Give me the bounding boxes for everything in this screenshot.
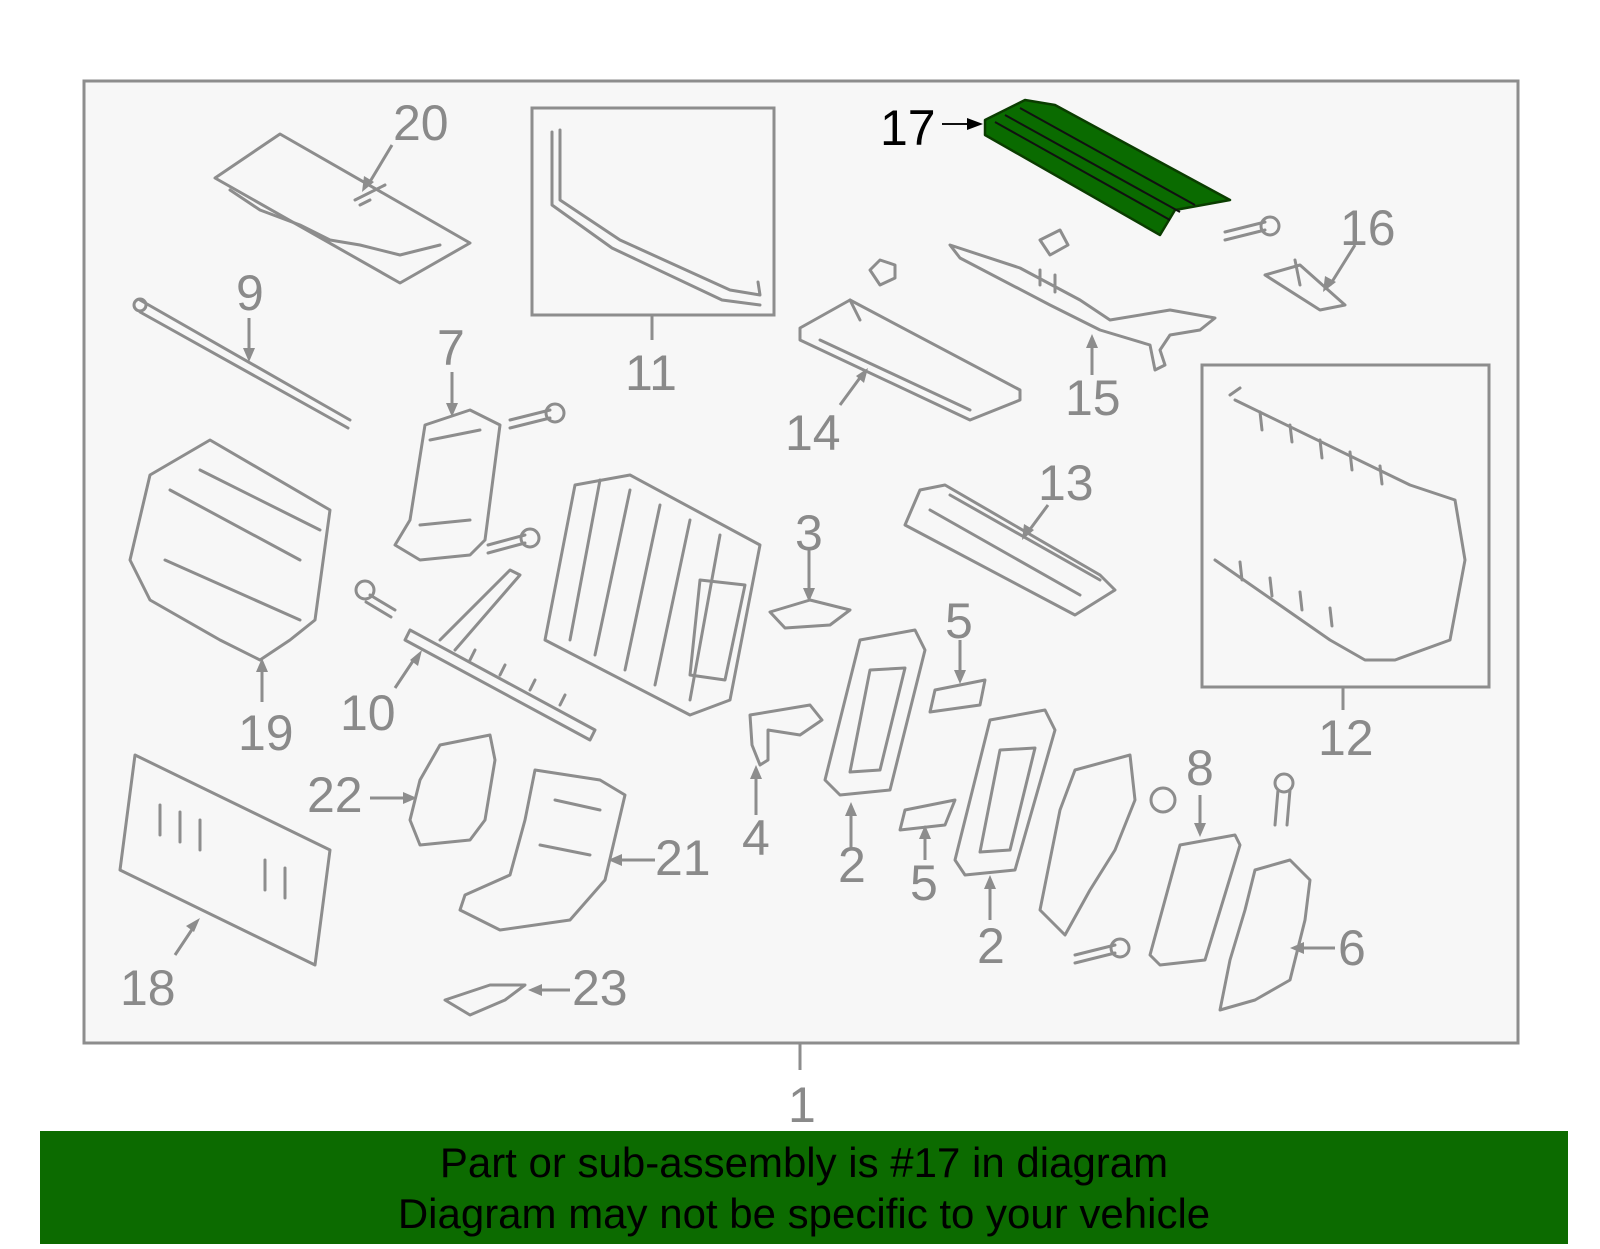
- callout-7: 7: [437, 320, 465, 376]
- part-22-bracket[interactable]: [408, 733, 497, 847]
- part-18-side-plate[interactable]: [118, 753, 332, 967]
- part-17-highlighted-cover[interactable]: [983, 98, 1232, 237]
- callout-15: 15: [1065, 370, 1121, 426]
- callout-18: 18: [120, 960, 176, 1016]
- callout-6: 6: [1338, 920, 1366, 976]
- part-2b-cell[interactable]: [953, 708, 1057, 877]
- part-9-rod[interactable]: [132, 297, 352, 430]
- nut-8[interactable]: [1149, 786, 1177, 814]
- callout-3: 3: [795, 505, 823, 561]
- banner-line-2: Diagram may not be specific to your vehi…: [397, 1190, 1211, 1237]
- callout-5b: 5: [910, 855, 938, 911]
- part-11-harness[interactable]: [550, 128, 762, 307]
- callout-21: 21: [655, 830, 711, 886]
- callout-8: 8: [1186, 740, 1214, 796]
- callout-17-highlighted: 17: [880, 100, 936, 156]
- callout-19: 19: [238, 705, 294, 761]
- part-12-harness[interactable]: [1213, 386, 1467, 662]
- part-2a-cell[interactable]: [823, 628, 927, 797]
- part-5a-clip[interactable]: [928, 678, 987, 714]
- callout-13: 13: [1038, 455, 1094, 511]
- side-bracket[interactable]: [1038, 753, 1137, 937]
- callout-5a: 5: [945, 593, 973, 649]
- callout-2b: 2: [977, 918, 1005, 974]
- bolt-7b[interactable]: [486, 527, 541, 555]
- callout-22: 22: [307, 767, 363, 823]
- part-15-bracket[interactable]: [948, 228, 1217, 372]
- part-16-clip[interactable]: [1263, 258, 1347, 312]
- part-21-support[interactable]: [458, 768, 627, 932]
- callout-11: 11: [625, 345, 677, 401]
- callout-1: 1: [788, 1077, 816, 1130]
- battery-module[interactable]: [543, 473, 762, 717]
- bolt-6[interactable]: [1273, 772, 1295, 827]
- bolt-bottom[interactable]: [1073, 937, 1131, 965]
- callout-23: 23: [572, 960, 628, 1016]
- part-8-module[interactable]: [1148, 833, 1242, 967]
- callout-14: 14: [785, 405, 841, 461]
- part-3-clip[interactable]: [768, 598, 852, 630]
- callout-9: 9: [236, 265, 264, 321]
- callout-12: 12: [1318, 710, 1374, 766]
- part-4-bracket[interactable]: [748, 703, 824, 767]
- bolt-7a[interactable]: [508, 402, 566, 430]
- callout-4: 4: [742, 810, 770, 866]
- callout-10: 10: [340, 685, 396, 741]
- callout-20: 20: [393, 95, 449, 151]
- part-12-box: [1200, 363, 1491, 689]
- part-6-plate[interactable]: [1218, 858, 1312, 1012]
- part-14-duct[interactable]: [798, 258, 1022, 422]
- callout-2a: 2: [838, 837, 866, 893]
- part-5b-clip[interactable]: [898, 798, 957, 832]
- part-7-bracket[interactable]: [393, 408, 502, 562]
- parts-diagram: 1 2 2 3 4 5 5 6 7 8 9 10 11 12 13 14 15 …: [82, 79, 1520, 1130]
- banner-line-1: Part or sub-assembly is #17 in diagram: [439, 1139, 1169, 1186]
- part-20-cover[interactable]: [213, 132, 472, 285]
- info-banner: Part or sub-assembly is #17 in diagram D…: [40, 1131, 1568, 1244]
- bolt-top-right[interactable]: [1223, 215, 1281, 242]
- part-19-housing[interactable]: [128, 438, 332, 662]
- part-23-clip[interactable]: [443, 983, 527, 1017]
- callout-16: 16: [1340, 200, 1396, 256]
- bolt-10[interactable]: [354, 579, 397, 619]
- part-10-comb-bar[interactable]: [403, 568, 597, 742]
